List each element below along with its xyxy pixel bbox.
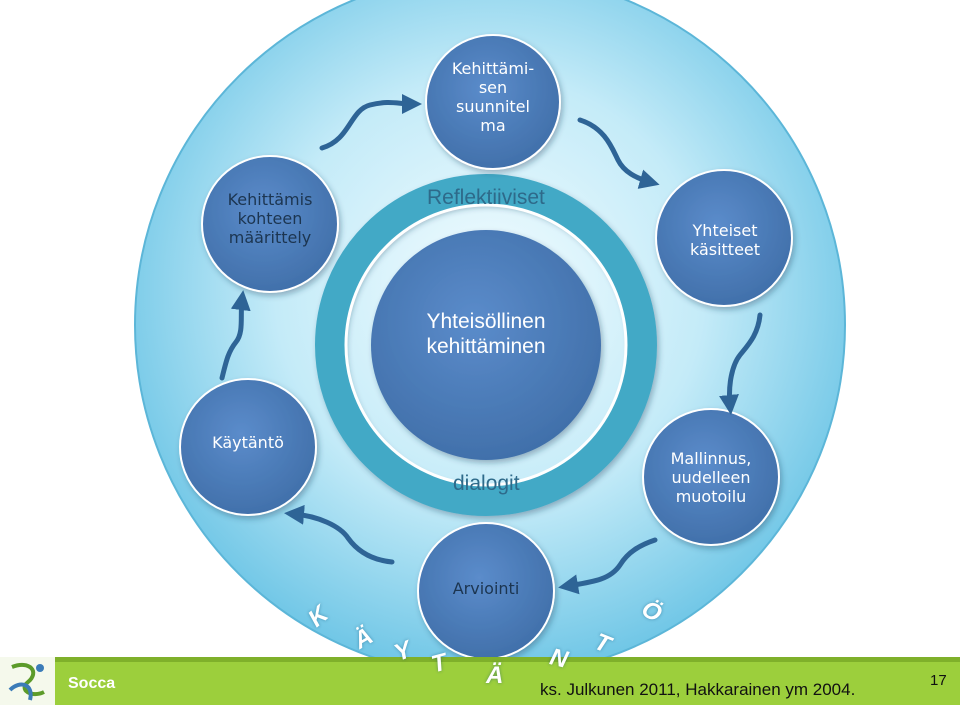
node-upper-left (201, 155, 339, 293)
ring-word-bottom: dialogit (453, 472, 520, 495)
node-top-line-1: Kehittämi- (451, 59, 535, 78)
node-lower-right-line-3: muotoilu (675, 486, 747, 506)
node-top-line-2: sen (478, 77, 508, 97)
ring-inner-edge (344, 203, 628, 487)
node-upper-right-line-2: käsitteet (689, 239, 761, 259)
center-label-line-1: Yhteisöllinen (426, 310, 546, 333)
center-circle (371, 230, 601, 460)
node-bottom-label: Arviointi (421, 579, 551, 599)
page-number: 17 (930, 672, 947, 689)
arrow-definition-to-plan (319, 93, 422, 151)
node-upper-left-line-1: Kehittämis (227, 190, 313, 209)
reflective-dialogue-ring (315, 174, 657, 516)
arrow-practice-to-definition (219, 290, 251, 381)
node-lower-left-line-1: Käytäntö (212, 433, 284, 452)
footer-bar-shade (0, 657, 960, 662)
center-label: Yhteisöllinen kehittäminen (386, 310, 586, 360)
node-lower-left (179, 378, 317, 516)
node-top-line-4: ma (480, 115, 506, 135)
arc-letter-5: Ä (486, 662, 504, 689)
node-lower-left-label: Käytäntö (183, 433, 313, 453)
center-label-line-2: kehittäminen (426, 334, 546, 358)
node-bottom-line-1: Arviointi (452, 579, 520, 598)
arrow-modeling-to-evaluation (558, 537, 658, 595)
footer-citation: ks. Julkunen 2011, Hakkarainen ym 2004. (540, 680, 856, 699)
ring-word-top: Reflektiiviset (427, 186, 545, 209)
node-upper-left-line-3: määrittely (228, 227, 312, 247)
node-lower-right (642, 408, 780, 546)
node-top-line-3: suunnitel (456, 96, 530, 116)
footer-bar (0, 657, 960, 705)
socca-logo-icon (0, 657, 55, 705)
footer-brand: Socca (68, 675, 116, 692)
node-upper-right-line-1: Yhteiset (692, 221, 758, 240)
node-upper-left-line-2: kohteen (237, 208, 303, 228)
node-lower-right-line-1: Mallinnus, (670, 449, 752, 468)
node-top (425, 34, 561, 170)
arrow-plan-to-concepts (577, 117, 660, 189)
node-upper-right-label: Yhteiset käsitteet (660, 221, 790, 260)
node-lower-right-line-2: uudelleen (671, 467, 751, 487)
node-lower-right-label: Mallinnus, uudelleen muotoilu (646, 449, 776, 507)
node-top-label: Kehittämi- sen suunnitel ma (433, 59, 553, 136)
node-upper-left-label: Kehittämis kohteen määrittely (205, 190, 335, 248)
arrow-concepts-to-modeling (719, 312, 763, 415)
arrow-evaluation-to-practice (284, 504, 395, 565)
node-upper-right (655, 169, 793, 307)
